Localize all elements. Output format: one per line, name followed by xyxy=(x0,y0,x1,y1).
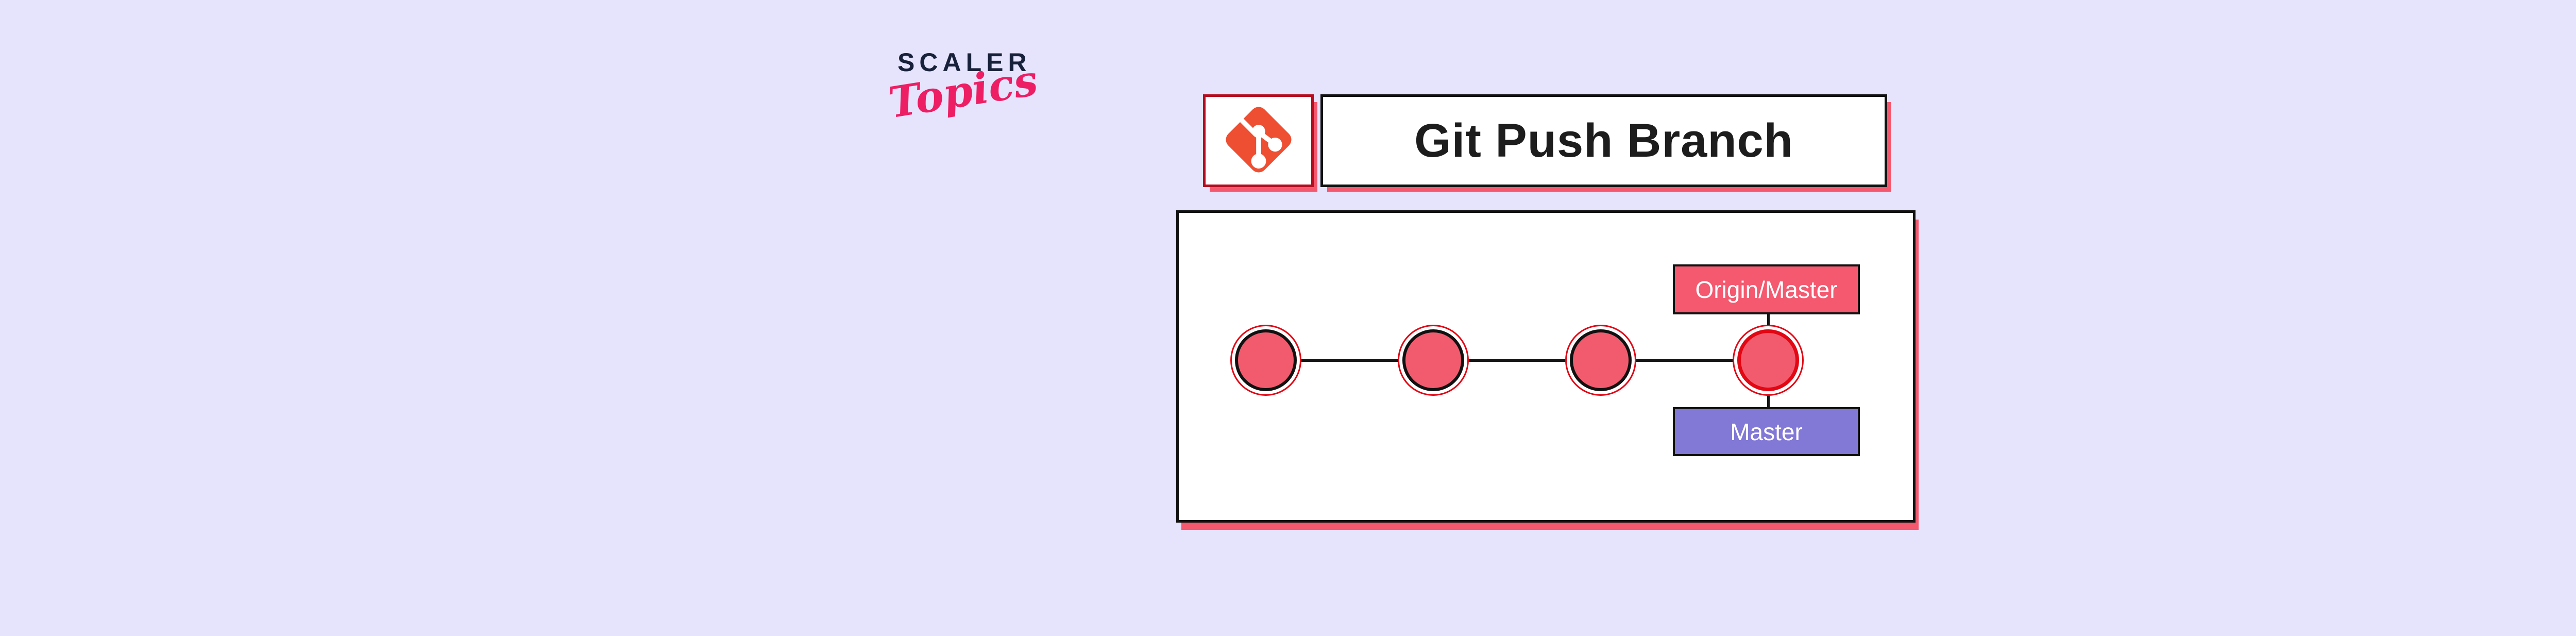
remote-branch-label: Origin/Master xyxy=(1673,264,1860,314)
commit-node xyxy=(1733,325,1804,396)
commit-node xyxy=(1398,325,1469,396)
logo-brand-text: SCALER xyxy=(897,48,1031,77)
git-icon-box xyxy=(1203,94,1314,187)
local-branch-label: Master xyxy=(1673,407,1860,456)
commit-node-inner xyxy=(1402,329,1464,391)
git-logo-icon xyxy=(1217,98,1300,183)
local-branch-label-text: Master xyxy=(1730,418,1803,445)
commit-node xyxy=(1565,325,1636,396)
remote-label-connector-line xyxy=(1767,314,1770,327)
git-branch-diagram: Origin/Master Master xyxy=(1176,210,1916,523)
commit-history-line xyxy=(1266,359,1768,362)
local-label-connector-line xyxy=(1767,394,1770,408)
commit-node-inner xyxy=(1570,329,1632,391)
commit-node-inner xyxy=(1737,329,1799,391)
scaler-topics-logo: SCALER Topics xyxy=(885,47,1041,145)
title-banner: Git Push Branch xyxy=(1320,94,1887,187)
commit-node-inner xyxy=(1235,329,1297,391)
remote-branch-label-text: Origin/Master xyxy=(1695,276,1838,303)
page-title: Git Push Branch xyxy=(1414,114,1793,167)
commit-node xyxy=(1230,325,1301,396)
